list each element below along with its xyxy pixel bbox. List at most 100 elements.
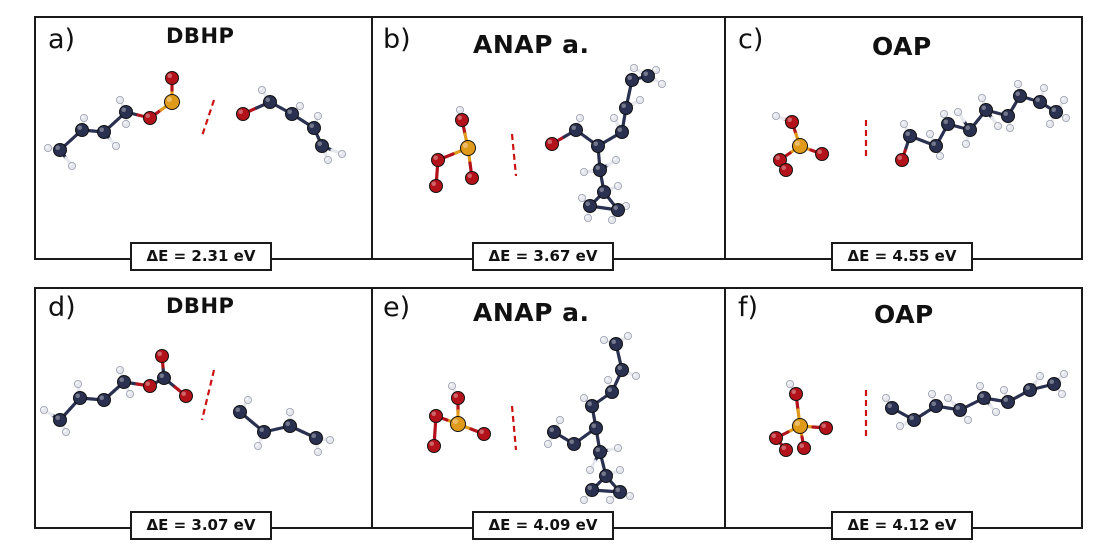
oxygen-atom	[769, 431, 783, 445]
atom-highlight	[799, 443, 804, 448]
carbon-atom	[307, 121, 321, 135]
oxygen-atom	[143, 111, 157, 125]
atom-highlight	[287, 109, 292, 114]
hydrogen-atom	[1000, 385, 1009, 394]
atom-highlight	[653, 67, 656, 70]
atom-highlight	[617, 365, 622, 370]
carbon-atom	[615, 363, 629, 377]
atom-highlight	[943, 119, 948, 124]
atom-highlight	[609, 217, 612, 221]
carbon-atom	[599, 469, 613, 483]
carbon-atom	[567, 437, 581, 451]
atom-highlight	[929, 391, 932, 394]
atom-highlight	[1015, 91, 1020, 96]
atom-highlight	[587, 467, 590, 470]
oxygen-atom	[779, 443, 793, 457]
atom-highlight	[431, 411, 436, 416]
carbon-atom	[1033, 95, 1047, 109]
atom-highlight	[623, 203, 626, 207]
hydrogen-atom	[896, 421, 905, 430]
atom-highlight	[545, 441, 548, 444]
atom-highlight	[625, 333, 628, 336]
atom-highlight	[977, 383, 980, 386]
atom-highlight	[1015, 81, 1018, 84]
atom-highlight	[631, 65, 634, 68]
atom-highlight	[794, 140, 800, 146]
atom-highlight	[41, 407, 45, 410]
interaction-separator	[510, 405, 518, 451]
hydrogen-atom	[944, 393, 953, 402]
atom-highlight	[1035, 97, 1040, 102]
atom-highlight	[981, 105, 986, 110]
atom-highlight	[121, 107, 126, 112]
atom-highlight	[1003, 397, 1008, 402]
energy-box-d: ΔE = 3.07 eV	[130, 511, 272, 540]
atom-highlight	[245, 397, 249, 400]
hydrogen-atom	[928, 389, 937, 398]
carbon-atom	[585, 483, 599, 497]
energy-box-e: ΔE = 4.09 eV	[472, 511, 614, 540]
panel-f	[724, 287, 1083, 529]
phosphorus-atom	[792, 138, 808, 154]
atom-highlight	[1063, 115, 1066, 118]
hydrogen-atom	[786, 379, 795, 388]
atom-highlight	[297, 103, 300, 106]
atom-highlight	[955, 109, 958, 112]
atom-highlight	[1061, 371, 1064, 374]
carbon-atom	[157, 371, 171, 385]
atom-highlight	[431, 181, 436, 187]
hydrogen-atom	[976, 381, 985, 390]
atom-highlight	[77, 125, 82, 130]
atom-highlight	[887, 403, 892, 408]
carbon-atom	[907, 413, 921, 427]
oxygen-atom	[155, 349, 169, 363]
atom-highlight	[611, 115, 614, 118]
panel-label-a: a)	[48, 24, 76, 55]
atom-highlight	[613, 157, 616, 161]
atom-highlight	[429, 441, 434, 446]
atom-highlight	[577, 115, 580, 118]
atom-highlight	[821, 423, 826, 428]
panel-label-b: b)	[383, 24, 411, 55]
atom-highlight	[167, 73, 173, 78]
atom-highlight	[963, 141, 966, 145]
atom-highlight	[781, 165, 786, 171]
atom-highlight	[113, 143, 116, 147]
atom-highlight	[599, 187, 604, 193]
carbon-atom	[547, 425, 561, 439]
carbon-atom	[953, 403, 967, 417]
atom-highlight	[615, 487, 620, 492]
atom-highlight	[945, 395, 948, 398]
atom-highlight	[452, 418, 458, 424]
atom-highlight	[467, 173, 472, 179]
atom-highlight	[549, 427, 554, 432]
atom-highlight	[159, 373, 165, 378]
atom-highlight	[449, 383, 452, 386]
panel-a	[34, 16, 373, 260]
interaction-separator	[200, 99, 216, 137]
atom-highlight	[235, 407, 241, 412]
atom-highlight	[1059, 391, 1062, 394]
atom-highlight	[581, 169, 584, 173]
carbon-atom	[929, 139, 943, 153]
atom-highlight	[955, 405, 960, 410]
atom-highlight	[479, 429, 484, 434]
atom-highlight	[937, 153, 940, 157]
panel-title-a: DBHP	[166, 24, 235, 48]
carbon-atom	[963, 123, 977, 137]
atom-highlight	[75, 381, 78, 384]
atom-highlight	[157, 351, 163, 356]
oxygen-atom	[779, 163, 793, 177]
atom-highlight	[637, 97, 640, 100]
oxygen-atom	[895, 153, 909, 167]
atom-highlight	[45, 145, 49, 149]
energy-box-f: ΔE = 4.12 eV	[831, 511, 973, 540]
phosphorus-atom	[460, 140, 476, 156]
oxygen-atom	[545, 137, 559, 151]
oxygen-atom	[465, 171, 479, 185]
atom-highlight	[615, 445, 618, 448]
atom-highlight	[787, 381, 790, 384]
atom-highlight	[607, 387, 612, 392]
